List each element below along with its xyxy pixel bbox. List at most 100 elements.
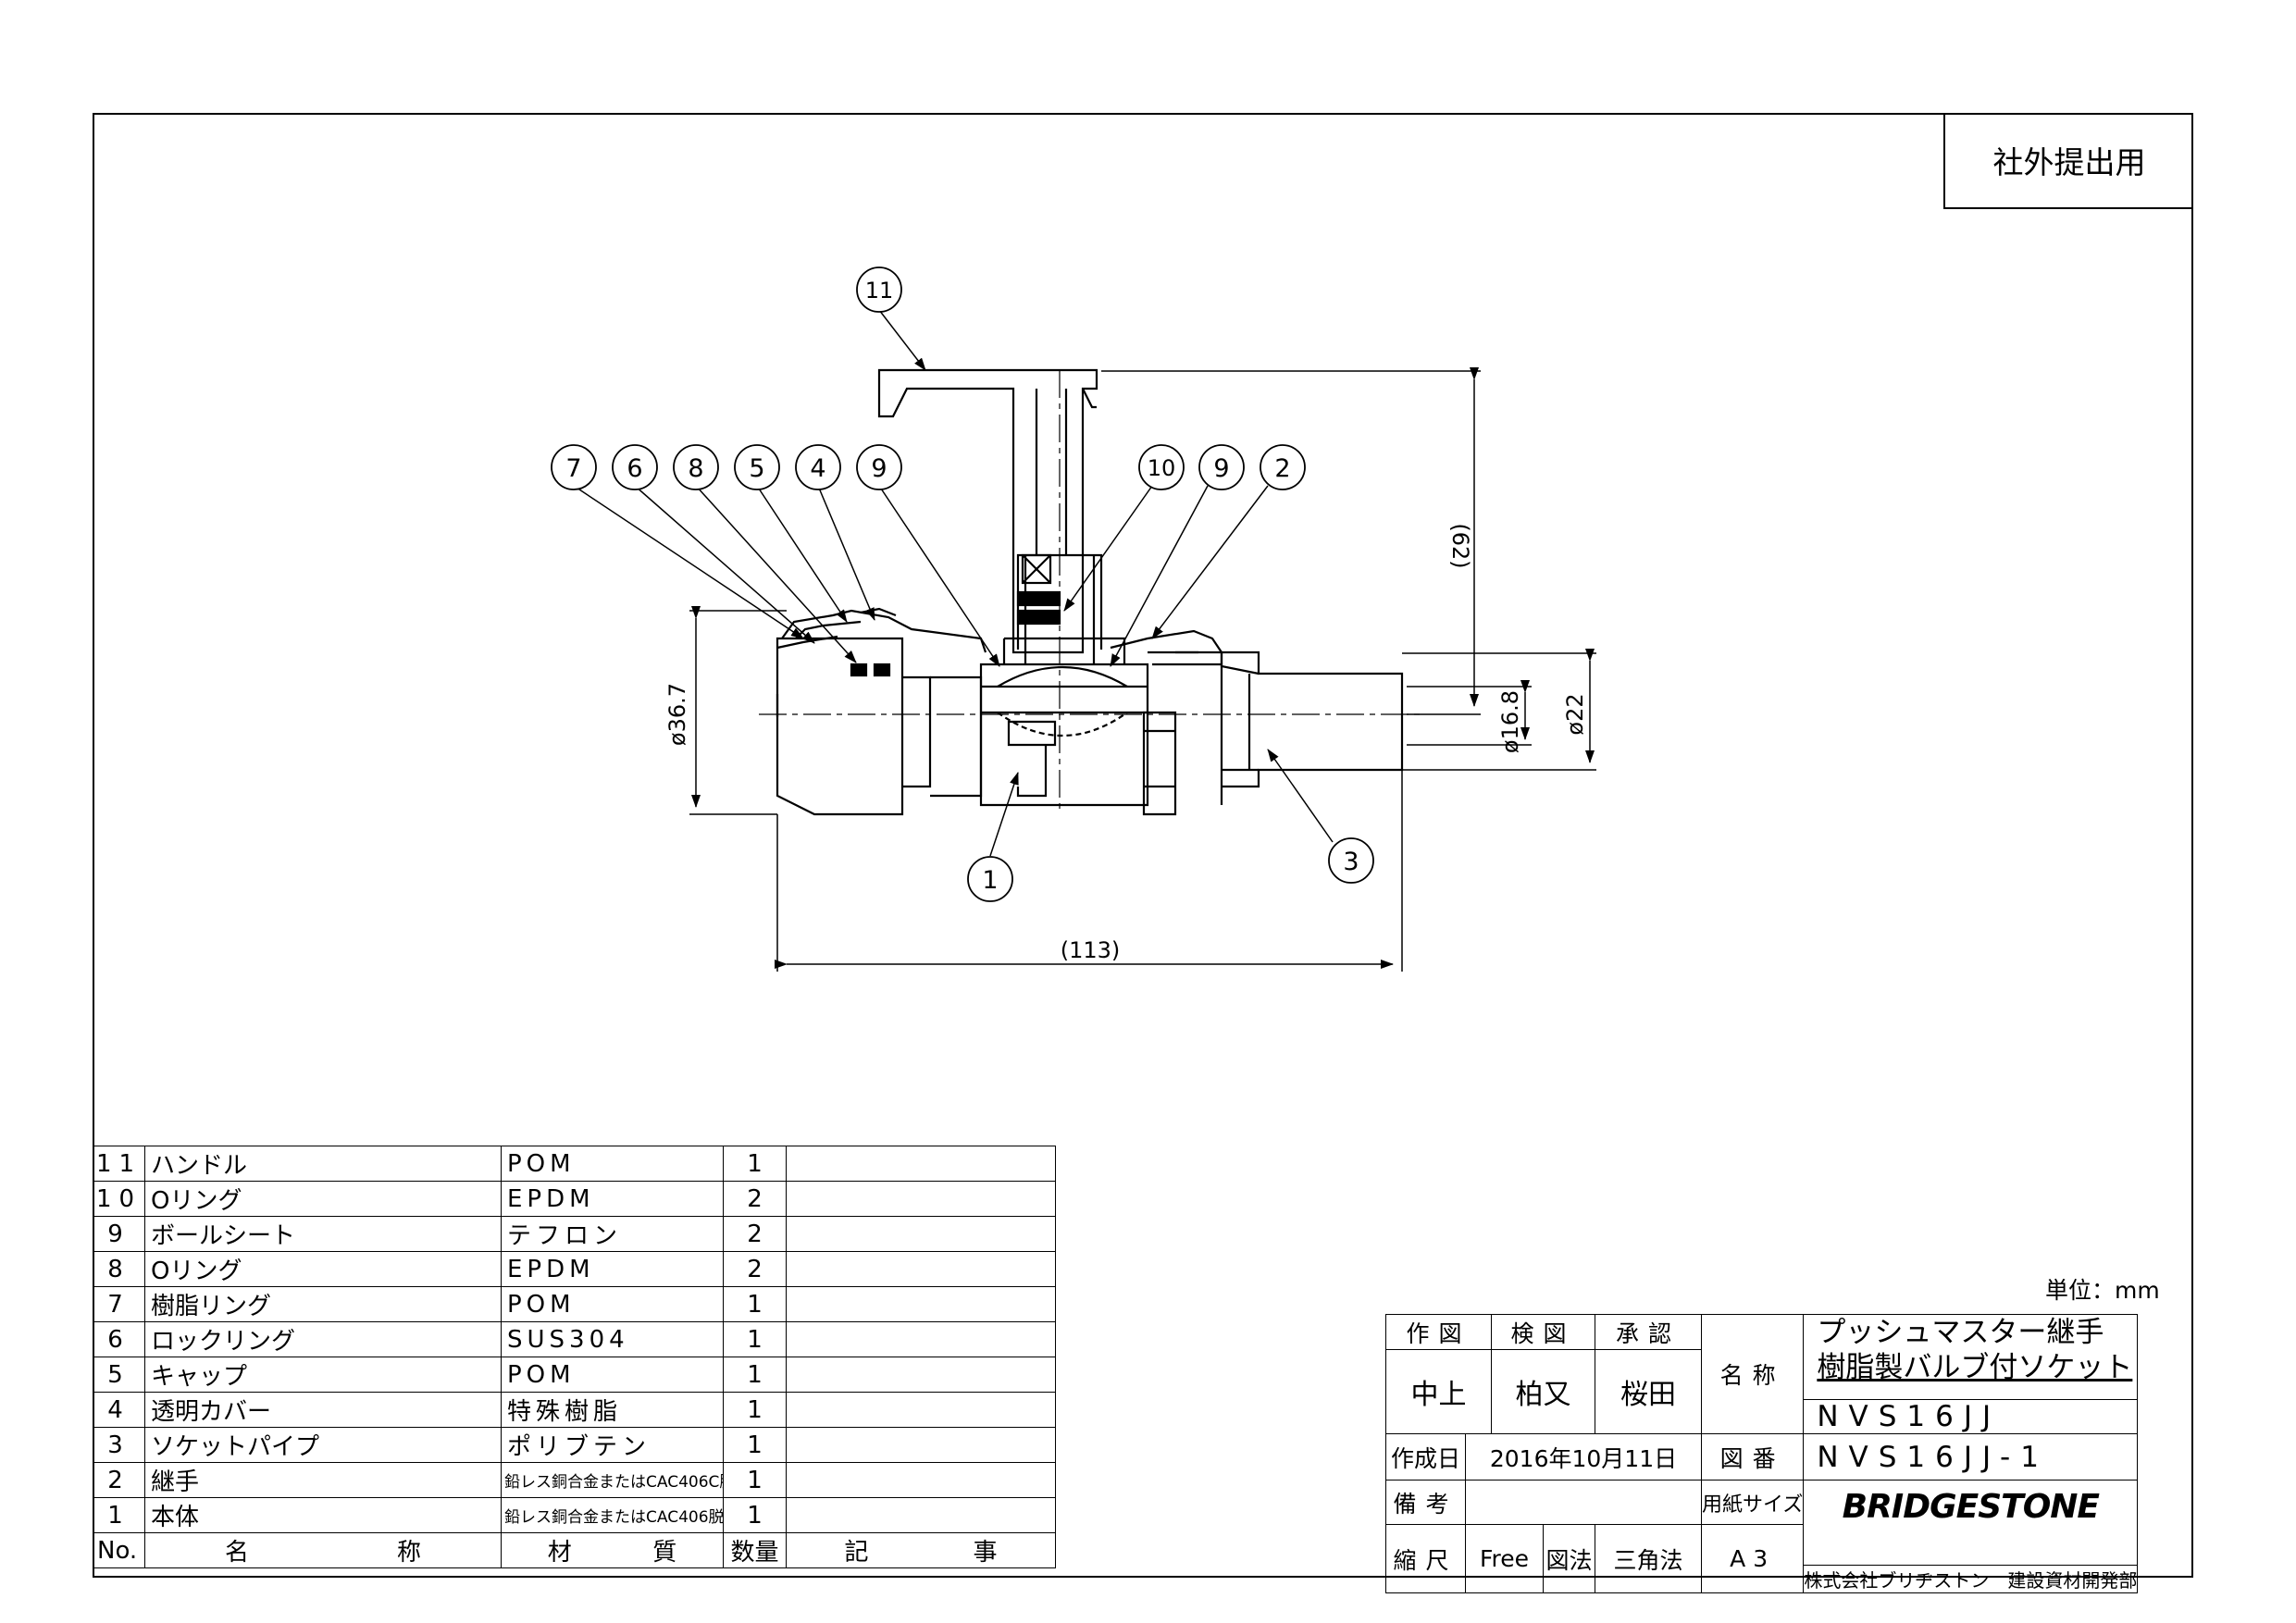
- part-no: 1: [93, 1497, 145, 1533]
- header-name: 名称: [144, 1532, 502, 1568]
- header-name-1: 名: [224, 1539, 249, 1567]
- dim-length-label: (113): [1061, 937, 1121, 963]
- header-note: 記事: [786, 1532, 1056, 1568]
- bridgestone-logo: BRIDGESTONE: [1842, 1488, 2100, 1526]
- part-name: 継手: [144, 1462, 502, 1498]
- part-qty: 1: [723, 1497, 787, 1533]
- model-number: NVS16JJ: [1803, 1399, 2139, 1434]
- projection-value: 三角法: [1595, 1524, 1702, 1593]
- part-material: 特殊樹脂: [501, 1392, 724, 1428]
- part-note: [786, 1216, 1056, 1252]
- part-note: [786, 1427, 1056, 1463]
- header-name-2: 称: [396, 1539, 421, 1567]
- drawing-no-label: 図番: [1700, 1433, 1805, 1481]
- callout-circle-11: [856, 266, 902, 313]
- created-date: 2016年10月11日: [1465, 1433, 1702, 1481]
- part-material: POM: [501, 1357, 724, 1393]
- parts-row: 10 Oリング EPDM 2: [93, 1181, 1056, 1217]
- part-material: 鉛レス銅合金またはCAC406脱鉛処理: [501, 1497, 724, 1533]
- company-name: 株式会社ブリヂストン 建設資材開発部: [1803, 1565, 2139, 1593]
- part-note: [786, 1321, 1056, 1357]
- parts-row: 1 本体 鉛レス銅合金またはCAC406脱鉛処理 1: [93, 1497, 1056, 1533]
- part-name: 透明カバー: [144, 1392, 502, 1428]
- callout-leaders: [573, 309, 1334, 857]
- parts-list-table: 11 ハンドル POM 1 10 Oリング EPDM 2 9 ボールシート テフ…: [93, 1146, 1056, 1568]
- callout-10: 10: [1148, 455, 1176, 481]
- date-label: 作成日: [1385, 1433, 1466, 1481]
- header-material-1: 材: [547, 1539, 572, 1567]
- part-qty: 1: [723, 1357, 787, 1393]
- part-qty: 1: [723, 1427, 787, 1463]
- part-material: EPDM: [501, 1251, 724, 1287]
- part-no: 3: [93, 1427, 145, 1463]
- callout-circle-9a: [856, 444, 902, 490]
- parts-row: 5 キャップ POM 1: [93, 1357, 1056, 1393]
- part-note: [786, 1392, 1056, 1428]
- part-qty: 2: [723, 1181, 787, 1217]
- part-material: テフロン: [501, 1216, 724, 1252]
- parts-row: 2 継手 鉛レス銅合金またはCAC406C脱鉛処理 1: [93, 1462, 1056, 1498]
- title-block: 作図 検図 承認 名称 プッシュマスター継手 樹脂製バルブ付ソケット 中上 柏又…: [1385, 1314, 2139, 1593]
- part-note: [786, 1462, 1056, 1498]
- brand-cell: BRIDGESTONE: [1803, 1480, 2139, 1566]
- callout-4: 4: [810, 454, 825, 483]
- callout-8: 8: [688, 454, 703, 483]
- part-note: [786, 1357, 1056, 1393]
- part-material: POM: [501, 1146, 724, 1182]
- header-qty: 数量: [723, 1532, 787, 1568]
- part-material: POM: [501, 1286, 724, 1322]
- callout-circle-9b: [1198, 444, 1245, 490]
- part-note: [786, 1286, 1056, 1322]
- part-no: 6: [93, 1321, 145, 1357]
- header-no: No.: [93, 1532, 145, 1568]
- part-material: 鉛レス銅合金またはCAC406C脱鉛処理: [501, 1462, 724, 1498]
- dim-bore-diameter-label: ø16.8: [1497, 690, 1523, 753]
- part-qty: 1: [723, 1321, 787, 1357]
- part-note: [786, 1251, 1056, 1287]
- part-no: 4: [93, 1392, 145, 1428]
- part-qty: 1: [723, 1286, 787, 1322]
- part-no: 8: [93, 1251, 145, 1287]
- callout-7: 7: [565, 454, 581, 483]
- paper-size-label: 用紙サイズ: [1700, 1480, 1805, 1525]
- part-qty: 1: [723, 1392, 787, 1428]
- approved-label: 承認: [1595, 1314, 1702, 1350]
- part-name: Oリング: [144, 1251, 502, 1287]
- header-material: 材質: [501, 1532, 724, 1568]
- drawing-frame: [93, 113, 2193, 1578]
- part-name: 樹脂リング: [144, 1286, 502, 1322]
- part-no: 5: [93, 1357, 145, 1393]
- part-name: ロックリング: [144, 1321, 502, 1357]
- header-note-2: 事: [973, 1539, 998, 1567]
- callout-3: 3: [1343, 848, 1359, 876]
- paper-size-value: A3: [1700, 1524, 1805, 1593]
- callout-circle-5: [734, 444, 780, 490]
- title-line-2: 樹脂製バルブ付ソケット: [1817, 1351, 2133, 1384]
- part-no: 10: [93, 1181, 145, 1217]
- callout-9-left: 9: [871, 454, 887, 483]
- callout-11: 11: [865, 278, 894, 304]
- callout-circle-1: [967, 856, 1013, 902]
- header-material-2: 質: [652, 1539, 677, 1567]
- part-name: ハンドル: [144, 1146, 502, 1182]
- unit-label: 単位：mm: [2045, 1277, 2160, 1304]
- callout-circle-4: [795, 444, 841, 490]
- callout-circle-10: [1138, 444, 1185, 490]
- external-submission-stamp: 社外提出用: [1943, 113, 2193, 209]
- part-no: 7: [93, 1286, 145, 1322]
- remarks-label: 備考: [1385, 1480, 1466, 1525]
- projection-label: 図法: [1543, 1524, 1595, 1593]
- drawn-label: 作図: [1385, 1314, 1492, 1350]
- approved-by: 桜田: [1595, 1349, 1702, 1434]
- remarks-value: [1465, 1480, 1702, 1525]
- checked-by: 柏又: [1491, 1349, 1595, 1434]
- part-name: キャップ: [144, 1357, 502, 1393]
- callout-circle-2: [1260, 444, 1306, 490]
- part-qty: 2: [723, 1216, 787, 1252]
- part-name: ボールシート: [144, 1216, 502, 1252]
- part-qty: 1: [723, 1462, 787, 1498]
- title-line-1: プッシュマスター継手: [1817, 1316, 2104, 1349]
- scale-value: Free: [1465, 1524, 1544, 1593]
